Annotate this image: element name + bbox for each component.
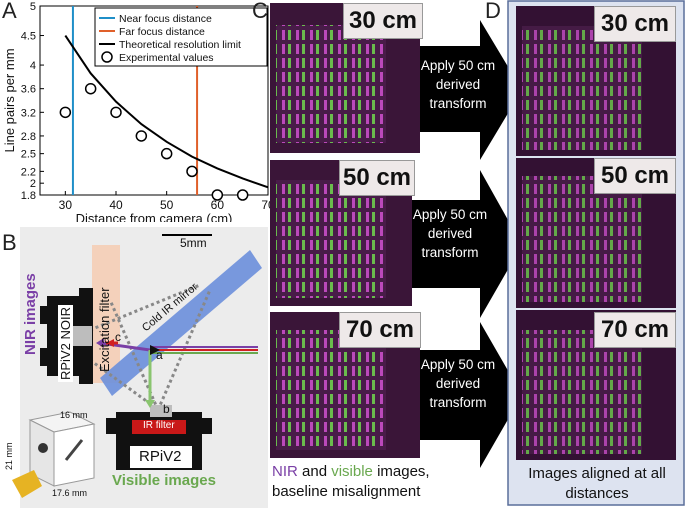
excitation-ray-arrow [106,339,114,347]
legend-label: Experimental values [119,52,214,64]
x-tick-label: 60 [211,198,225,212]
point-b-label: b [163,402,170,416]
series-line-2 [64,34,269,189]
experimental-point [84,82,97,95]
dim-16-label: 16 mm [60,410,88,420]
x-tick-label: 40 [109,198,123,212]
d-distance-50: 50 cm [594,158,676,194]
caption-nir: NIR [272,463,298,480]
panel-c-caption: NIR and visible images, baseline misalig… [272,462,430,502]
nir-images-label: NIR images [22,273,39,355]
d-distance-70: 70 cm [594,312,676,348]
dim-176-label: 17.6 mm [52,488,88,498]
legend-marker [101,51,113,63]
caption-and: and [297,463,332,480]
transform-text-30: Apply 50 cm derived transform [420,56,496,113]
y-tick-label: 2.5 [21,149,36,161]
c-distance-50: 50 cm [339,160,415,196]
nir-camera-label: RPiV2 NOIR [58,305,73,382]
legend-label: Theoretical resolution limit [119,39,241,51]
dim-21-label: 21 mm [4,442,14,470]
excitation-filter-label: Excitation filter [97,287,112,372]
d-distance-30: 30 cm [594,6,676,42]
y-axis-label: Line pairs per mm [2,48,17,152]
experimental-point [211,189,224,201]
y-tick-label: 2.8 [21,131,36,143]
panel-d-caption: Images aligned at all distances [528,465,666,502]
panel-label-c: C [252,0,268,23]
caption-rest: images, [372,463,430,480]
resolution-chart: 30 40 50 60 70 1.822.2 2.5 2.8 3.2 3.6 4 4.5 5Distan… [2,1,270,222]
visible-camera-label: RPiV2 [139,448,182,465]
optical-diagram [12,227,268,508]
experimental-point [135,130,148,142]
point-a-label: a [156,348,163,362]
experimental-point [59,106,72,119]
panel-label-d: D [485,0,501,23]
legend-label: Near focus distance [119,13,212,25]
scale-bar-label: 5mm [180,236,207,250]
ray-arrow [150,345,160,355]
y-tick-label: 1.8 [21,190,36,202]
excitation-filter [92,245,120,383]
caption-line2: baseline misalignment [272,483,421,500]
visible-images-label: Visible images [112,472,216,489]
legend-box [94,7,268,67]
transform-text-70: Apply 50 cm derived transform [420,355,496,412]
c-distance-30: 30 cm [343,3,423,39]
experimental-point [160,147,173,160]
x-axis-label: Distance from camera (cm) [76,211,233,222]
c-distance-70: 70 cm [339,312,421,348]
y-tick-label: 3.6 [21,84,36,96]
cold-ir-mirror [100,250,262,396]
transform-text-50: Apply 50 cm derived transform [412,205,488,262]
y-tick-label: 2 [30,178,36,190]
panel-d-background [507,0,685,506]
plot-frame [39,5,269,196]
y-tick-label: 3.2 [21,107,36,119]
nir-ray-arrow [96,338,104,348]
panel-label-b: B [2,230,17,255]
experimental-point [236,189,249,201]
y-tick-label: 5 [30,1,36,13]
x-tick-label: 30 [59,198,73,212]
ir-filter-label: IR filter [143,420,175,431]
experimental-point [110,106,122,119]
point-c-label: c [115,330,121,344]
x-tick-label: 50 [160,198,174,212]
y-tick-label: 4.5 [21,31,36,43]
visible-ray-arrow [145,400,155,408]
y-tick-label: 4 [30,60,36,72]
visible-camera [106,405,212,470]
experimental-point [186,165,198,178]
panel-label-a: A [2,0,17,23]
legend-label: Far focus distance [119,26,205,38]
y-tick-label: 2.2 [21,166,36,178]
camera-module-sketch [12,411,96,498]
x-tick-label: 70 [261,198,270,212]
caption-visible: visible [331,463,373,480]
